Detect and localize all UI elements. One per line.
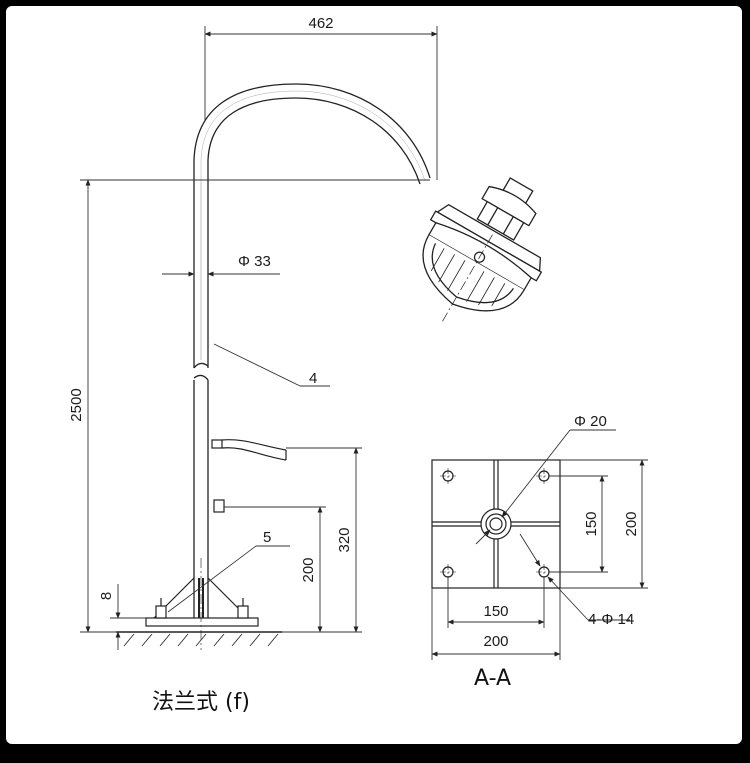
figure-caption-flange-type: 法兰式 (f) xyxy=(152,690,250,715)
part-number-base: 5 xyxy=(263,529,271,546)
dimension-lines xyxy=(80,26,438,650)
technical-drawing: 462 2500 Φ 33 4 5 8 320 200 xyxy=(68,15,648,660)
drawing-sheet: 462 2500 Φ 33 4 5 8 320 200 xyxy=(6,6,742,744)
pole-height-label: 2500 xyxy=(68,388,85,421)
arm-reach-label: 462 xyxy=(308,15,333,32)
flange-base xyxy=(116,558,282,650)
cable-height-label: 320 xyxy=(336,527,353,552)
part-number-pole: 4 xyxy=(309,370,317,387)
explosion-proof-lamp-head xyxy=(422,177,543,322)
plate-height-label: 200 xyxy=(623,511,640,536)
hole-spacing-horizontal-label: 150 xyxy=(483,603,508,620)
inlet-height-label: 200 xyxy=(300,557,317,582)
center-hole-label: Φ 20 xyxy=(574,413,607,430)
lamp-pole xyxy=(193,83,431,618)
section-a-a-plate xyxy=(431,459,561,589)
dimension-labels: 462 2500 Φ 33 4 5 8 320 200 xyxy=(68,15,353,600)
plate-thickness-label: 8 xyxy=(98,592,115,600)
mount-holes-label: 4-Φ 14 xyxy=(588,611,634,628)
section-dimension-labels: Φ 20 150 200 150 200 4-Φ 14 xyxy=(483,413,640,650)
pole-diameter-label: Φ 33 xyxy=(238,253,271,270)
section-view-title: A-A xyxy=(474,666,512,691)
cable-entry xyxy=(211,439,287,513)
ground-hatch xyxy=(123,633,279,647)
section-dimension-lines xyxy=(431,429,648,660)
plate-width-label: 200 xyxy=(483,633,508,650)
hole-spacing-vertical-label: 150 xyxy=(583,511,600,536)
